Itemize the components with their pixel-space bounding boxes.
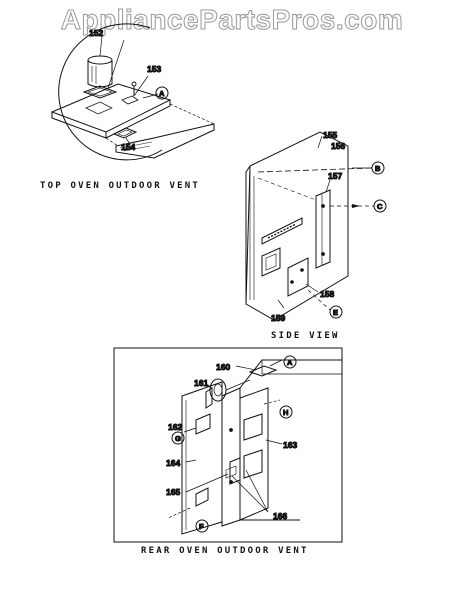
part-number-155: 155 [323, 130, 337, 140]
part-number-164: 164 [166, 458, 180, 468]
callout-h: H [283, 408, 288, 417]
callout-e: E [333, 308, 338, 317]
part-number-166: 166 [273, 511, 287, 521]
caption-rear-oven-outdoor-vent: REAR OVEN OUTDOOR VENT [141, 546, 309, 556]
callout-a-rear: A [287, 358, 293, 367]
part-number-163: 163 [283, 440, 297, 450]
part-number-153: 153 [147, 64, 161, 74]
caption-top-oven-outdoor-vent: TOP OVEN OUTDOOR VENT [40, 181, 200, 191]
callout-f: F [199, 522, 204, 531]
rear-vent-assembly [113, 347, 343, 543]
part-number-157: 157 [328, 171, 342, 181]
part-number-160: 160 [216, 362, 230, 372]
top-vent-assembly [50, 23, 215, 161]
callout-g: G [175, 434, 181, 443]
part-number-152: 152 [89, 28, 103, 38]
part-number-156: 156 [331, 141, 345, 151]
part-number-159: 159 [271, 313, 285, 323]
watermark-text: AppliancePartsPros.com [60, 4, 404, 36]
part-number-154: 154 [121, 142, 135, 152]
callout-a-top: A [159, 89, 165, 98]
part-number-161: 161 [194, 378, 208, 388]
part-number-162: 162 [168, 422, 182, 432]
part-number-165: 165 [166, 487, 180, 497]
callout-b: B [375, 164, 381, 173]
callout-c: C [377, 202, 383, 211]
side-view-assembly [245, 131, 387, 321]
part-number-158: 158 [320, 289, 334, 299]
caption-side-view: SIDE VIEW [271, 331, 340, 341]
